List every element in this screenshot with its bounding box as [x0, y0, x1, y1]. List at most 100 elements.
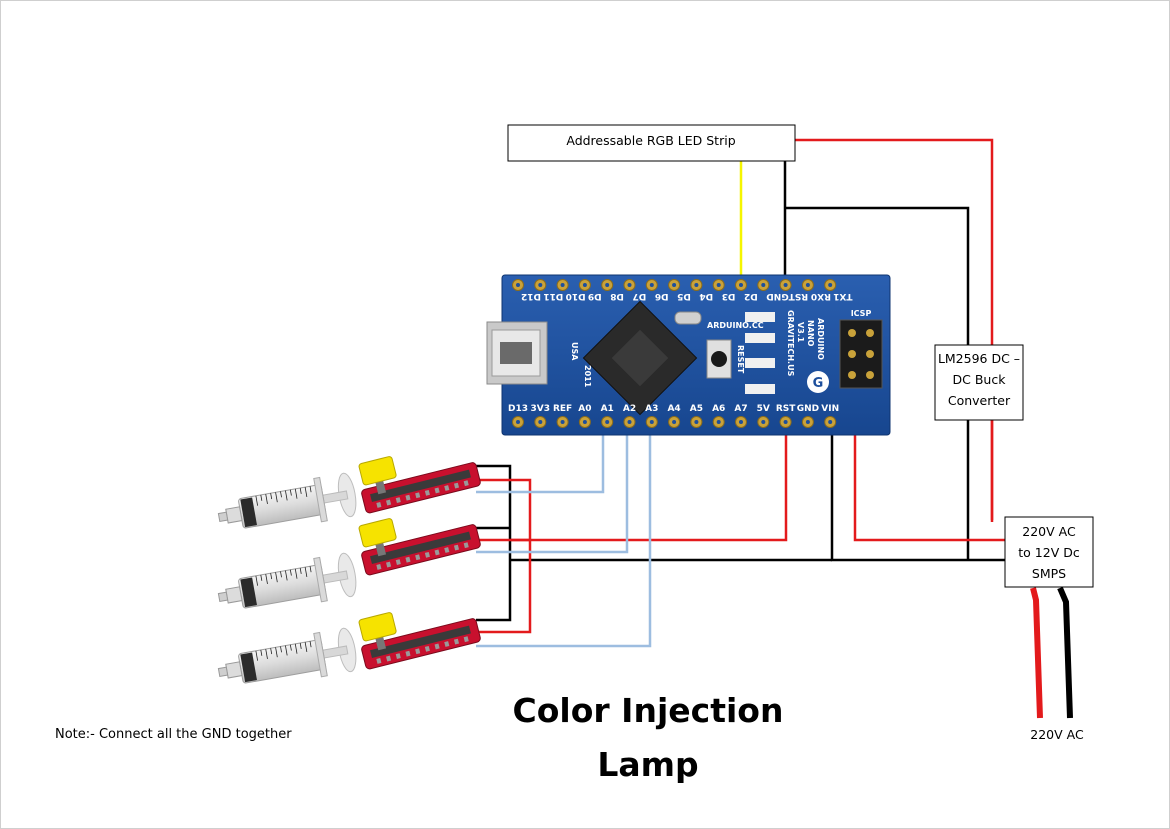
pin-label: D11 [543, 291, 563, 301]
pin-top-d7: D7 [623, 279, 647, 301]
pin-bottom-a3: A3 [645, 404, 658, 428]
pin-label: D2 [744, 291, 758, 301]
pin-label: D4 [699, 291, 713, 301]
icsp-header: ICSP [839, 309, 883, 389]
pin-label: D12 [521, 291, 541, 301]
pin-top-d6: D6 [645, 279, 669, 301]
buck-converter-line2: DC Buck [953, 372, 1007, 387]
pin-label: TX1 [833, 291, 852, 301]
pin-label: GND [766, 291, 788, 301]
slide-potentiometers [358, 456, 481, 670]
pin-bottom-a5: A5 [690, 404, 703, 428]
syringe-2 [217, 552, 357, 609]
gnd-note: Note:- Connect all the GND together [55, 727, 292, 742]
diagram-title-line1: Color Injection [513, 691, 784, 730]
pin-label: A0 [578, 404, 591, 414]
pin-top-rst: RST [779, 279, 808, 301]
pin-label: 5V [757, 404, 770, 414]
wire-ac-black [1057, 586, 1073, 719]
slider-knob [358, 612, 397, 642]
slider-knob [358, 456, 397, 486]
pin-label: D10 [566, 291, 586, 301]
pin-label: A7 [734, 404, 747, 414]
board-text-4: GRAVITECH.US [786, 310, 795, 377]
icsp-label: ICSP [851, 309, 872, 318]
slider-3 [358, 612, 481, 670]
pin-bottom-3v3: 3V3 [531, 404, 551, 428]
board-text-2: NANO [806, 320, 815, 347]
pin-bottom-a6: A6 [712, 404, 725, 428]
wire-vin [853, 422, 1005, 542]
pin-label: D7 [633, 291, 647, 301]
svg-text:G: G [813, 376, 824, 391]
pin-top-d10: D10 [556, 279, 586, 301]
pin-top-gnd: GND [757, 279, 789, 301]
slider-1 [358, 456, 481, 514]
microcontroller-chip [582, 300, 698, 416]
crystal [674, 311, 702, 325]
pin-bottom-a7: A7 [734, 404, 748, 428]
led-pwr [745, 358, 775, 368]
wire-slider-gnd-bottom [476, 560, 512, 622]
smps-box: 220V AC to 12V Dc SMPS [1004, 516, 1094, 588]
pin-label: A3 [645, 404, 658, 414]
syringe-1 [217, 472, 357, 529]
pin-bottom-a2: A2 [623, 404, 636, 428]
wire-ac-red [1030, 587, 1043, 719]
smps-line2: to 12V Dc [1018, 545, 1080, 560]
smps-line1: 220V AC [1022, 524, 1076, 539]
pin-top-d9: D9 [578, 279, 602, 301]
pin-bottom-gnd: GND [797, 404, 819, 428]
pin-bottom-5v: 5V [757, 404, 770, 428]
pin-bottom-a0: A0 [578, 404, 592, 428]
pin-label: A2 [623, 404, 636, 414]
slider-2 [358, 518, 481, 576]
smps-line3: SMPS [1032, 566, 1066, 581]
pin-top-rx0: RX0 [801, 279, 831, 301]
pin-label: GND [797, 404, 819, 414]
reset-button [706, 339, 732, 379]
pin-label: RST [788, 291, 808, 301]
buck-converter-line1: LM2596 DC – [938, 351, 1020, 366]
gravitech-logo-icon [807, 371, 829, 393]
board-text-1: ARDUINO [816, 318, 825, 360]
pin-label: 3V3 [531, 404, 551, 414]
pin-top-d12: D12 [512, 279, 541, 301]
pin-top-d3: D3 [712, 279, 736, 301]
pin-top-d4: D4 [690, 279, 713, 301]
pin-top-d2: D2 [735, 279, 758, 301]
pin-label: D3 [722, 291, 736, 301]
wire-a2 [476, 422, 652, 648]
pin-bottom-ref: REF [553, 404, 572, 428]
pin-label: RST [776, 404, 796, 414]
pin-top-d8: D8 [601, 279, 624, 301]
year-label: 2011 [583, 365, 592, 388]
reset-label: RESET [736, 345, 745, 374]
led-tx [745, 312, 775, 322]
board-text-3: V3.1 [796, 322, 805, 343]
ac-input-label: 220V AC [1030, 727, 1084, 742]
pin-label: REF [553, 404, 572, 414]
led-strip-label: Addressable RGB LED Strip [566, 133, 735, 148]
slider-knob [358, 518, 397, 548]
pin-label: D8 [610, 291, 624, 301]
led-strip-box: Addressable RGB LED Strip [507, 124, 796, 162]
led-l [745, 384, 775, 394]
pin-label: A4 [667, 404, 680, 414]
usa-label: USA [570, 342, 579, 361]
buck-converter-line3: Converter [948, 393, 1011, 408]
led-rx [745, 333, 775, 343]
pin-label: RX0 [811, 291, 831, 301]
wire-a1 [476, 422, 629, 554]
pin-top-d5: D5 [668, 279, 691, 301]
pin-label: A6 [712, 404, 725, 414]
pin-bottom-a1: A1 [601, 404, 614, 428]
pin-bottom-a4: A4 [667, 404, 681, 428]
wire-a0 [476, 422, 605, 494]
arduino-nano: ICSP USA 2011 ARDUINO.CC RESET ARDUINO N… [486, 274, 891, 436]
pin-label: D5 [677, 291, 691, 301]
diagram-title-line2: Lamp [597, 745, 698, 784]
pin-label: D13 [508, 404, 528, 414]
